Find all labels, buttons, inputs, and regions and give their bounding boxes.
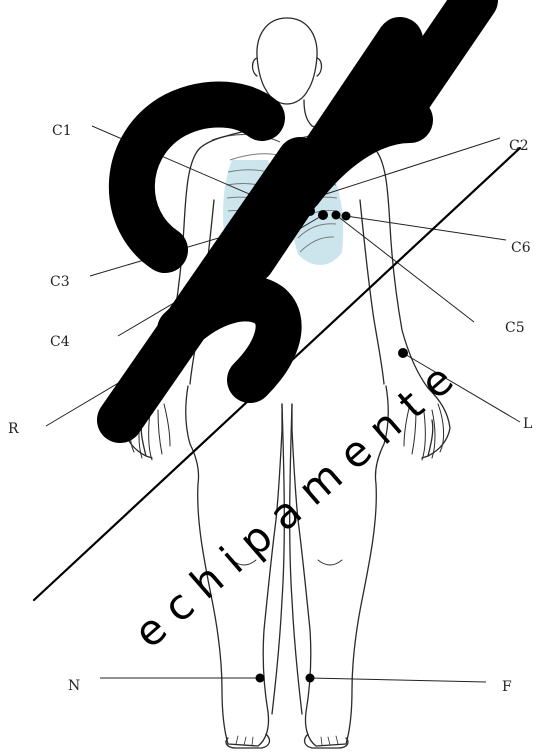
label-n: N [68,679,80,693]
electrode-c4 [318,210,328,220]
label-l: L [523,417,532,431]
watermark-tagline: echipamente [124,346,472,657]
electrode-c6 [342,212,351,221]
watermark-tagline-text: echipamente [124,346,472,657]
head [257,18,317,104]
label-c1: C1 [52,124,72,138]
inner-right-leg [272,404,284,714]
label-c3: C3 [50,275,70,289]
label-c2: C2 [509,139,529,153]
watermark-letter-l [400,0,475,110]
electrode-c5 [332,211,341,220]
electrode-f [306,674,315,683]
label-c5: C5 [505,321,525,335]
label-r: R [8,422,19,436]
leader-c5 [336,215,474,322]
label-c4: C4 [50,335,70,349]
electrode-n [256,674,265,683]
leader-f [310,678,486,682]
electrode-l [398,348,408,358]
inner-left-leg [290,404,302,714]
label-c6: C6 [511,241,531,255]
label-f: F [502,680,512,694]
